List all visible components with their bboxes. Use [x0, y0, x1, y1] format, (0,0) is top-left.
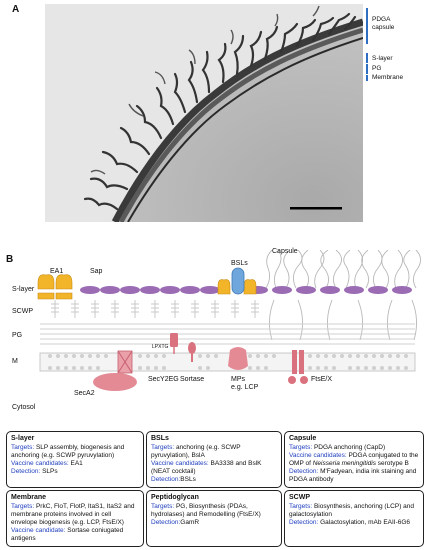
targets-key: Targets:: [11, 444, 35, 451]
envelope-diagram: [37, 250, 421, 391]
targets-key: Targets:: [289, 503, 313, 510]
vaccine-value: EA1: [70, 460, 83, 467]
membrane-tick: [366, 75, 368, 81]
label-ea1: EA1: [50, 268, 64, 275]
vaccine-key: Vaccine candidate:: [11, 527, 66, 534]
label-secy2eg: SecY2EG: [148, 376, 179, 383]
card-peptidoglycan: Peptidoglycan Targets: PG, Biosynthesis …: [146, 490, 282, 547]
targets-value: anchoring (e.g. SCWP pyruvylation), BslA: [151, 444, 241, 459]
card-bsls: BSLs Targets: anchoring (e.g. SCWP pyruv…: [146, 431, 282, 488]
pdga-label: PDGA: [372, 16, 391, 23]
card-title: S-layer: [11, 435, 35, 442]
targets-key: Targets:: [151, 444, 175, 451]
targets-value: PG, Biosynthesis (PDAs, hydrolases) and …: [151, 503, 261, 518]
s-layer-label: S-layer: [372, 55, 393, 62]
card-s-layer: S-layer Targets: SLP assembly, biogenesi…: [6, 431, 144, 488]
capsule-bracket: [366, 8, 368, 44]
label-pg: PG: [12, 332, 23, 339]
detection-key: Detection:: [289, 519, 319, 526]
card-capsule: Capsule Targets: PDGA anchoring (CapD) V…: [284, 431, 424, 488]
card-title: Membrane: [11, 494, 47, 501]
capsule-label: capsule: [372, 24, 395, 31]
detection-value: SLPs: [42, 468, 58, 475]
targets-value: SLP assembly, biogenesis and anchoring (…: [11, 444, 125, 459]
vaccine-value: Sortase coniugated antigens: [11, 527, 124, 542]
vaccine-key: Vaccine candidates:: [289, 452, 347, 459]
label-seca2: SecA2: [74, 390, 95, 397]
label-sortase: Sortase: [180, 376, 205, 383]
label-s-layer: S-layer: [12, 286, 35, 293]
detection-key: Detection:: [11, 468, 41, 475]
card-title: BSLs: [151, 435, 169, 442]
targets-key: Targets:: [11, 503, 35, 510]
label-capsule: Capsule: [272, 248, 298, 255]
vaccine-value: BA3338 and BslK (NEAT cocktail): [151, 460, 262, 475]
detection-key: Detection:: [151, 476, 181, 483]
detection-value: Galactosylation, mAb EAII-6G6: [320, 519, 411, 526]
detection-value: M'Fadyean, india ink staining and PDGA a…: [289, 468, 417, 483]
vaccine-key: Vaccine candidates:: [11, 460, 69, 467]
label-scwp: SCWP: [12, 308, 33, 315]
membrane-label: Membrane: [372, 74, 404, 81]
detection-value: BSLs: [180, 476, 196, 483]
panel-b-label: B: [6, 254, 14, 265]
label-mps: MPs: [231, 376, 245, 383]
vaccine-value: PDGA conjugated to the OMP of: [289, 452, 419, 467]
targets-key: Targets:: [151, 503, 175, 510]
targets-key: Targets:: [289, 444, 313, 451]
vaccine-tail: serotype B: [377, 460, 409, 467]
card-scwp: SCWP Targets: Biosynthesis, anchoring (L…: [284, 490, 424, 547]
detection-value: GamR: [180, 519, 200, 526]
label-sap: Sap: [90, 268, 103, 275]
label-bsls: BSLs: [231, 260, 248, 267]
detection-key: Detection:: [151, 519, 181, 526]
card-title: SCWP: [289, 494, 310, 501]
vaccine-key: Vaccine candidates:: [151, 460, 209, 467]
panel-a-label: A: [12, 4, 20, 15]
em-micrograph: [45, 4, 363, 222]
targets-value: PrkC, FloT, FlotP, ItaS1, ItaS2 and memb…: [11, 503, 135, 526]
s-layer-tick: [366, 53, 368, 63]
label-cytosol: Cytosol: [12, 404, 36, 411]
label-ftse: FtsE/X: [311, 376, 333, 383]
card-title: Peptidoglycan: [151, 494, 199, 501]
targets-value: Biosynthesis, anchoring (LCP) and galact…: [289, 503, 415, 518]
label-lpxtg: LPXTG: [152, 344, 169, 350]
pg-label: PG: [372, 65, 382, 72]
vaccine-species: Neisseria meningitidis: [312, 460, 376, 467]
targets-value: PDGA anchoring (CapD): [313, 444, 386, 451]
label-m: M: [12, 358, 18, 365]
detection-key: Detection:: [289, 468, 319, 475]
card-title: Capsule: [289, 435, 317, 442]
label-lcp: e.g. LCP: [231, 384, 259, 391]
card-membrane: Membrane Targets: PrkC, FloT, FlotP, Ita…: [6, 490, 144, 547]
pg-tick: [366, 64, 368, 74]
scale-bar: [290, 207, 342, 210]
